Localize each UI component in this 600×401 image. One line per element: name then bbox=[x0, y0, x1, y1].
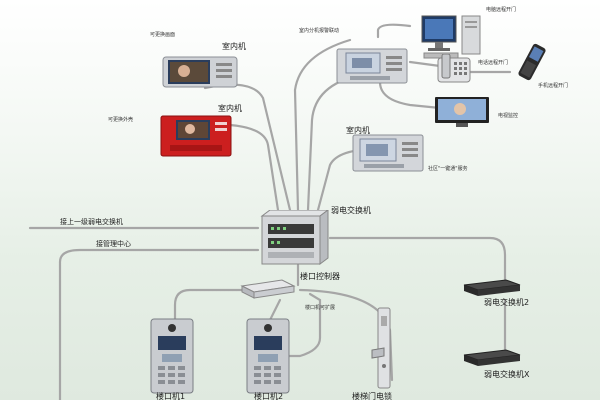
label-computer-door: 电脑远程开门 bbox=[486, 7, 517, 13]
label-indoor-4: 室内机 bbox=[346, 126, 370, 135]
indoor-unit-2 bbox=[160, 112, 232, 158]
label-tv-monitor: 电视监控 bbox=[498, 113, 519, 119]
door-station-1-icon bbox=[150, 318, 194, 394]
mobile-phone-icon bbox=[518, 43, 546, 81]
label-door-station-2: 楼口机2 bbox=[254, 392, 284, 401]
label-mobile-door: 手机远程开门 bbox=[538, 83, 569, 89]
label-visual-color: 可更换外壳 bbox=[108, 117, 134, 123]
switch-x-icon bbox=[463, 349, 521, 366]
label-upper-switch: 接上一级弱电交换机 bbox=[60, 218, 123, 226]
label-switch-main: 弱电交换机 bbox=[331, 206, 371, 215]
tv-monitor bbox=[434, 96, 490, 128]
label-switch-2: 弱电交换机2 bbox=[484, 298, 530, 307]
label-management-center: 接管理中心 bbox=[96, 240, 131, 248]
label-door-lock: 楼梯门电锁 bbox=[352, 392, 392, 401]
main-switch-cabinet bbox=[258, 209, 330, 266]
label-visual-image: 可更换画面 bbox=[150, 32, 176, 38]
label-door-station-1: 楼口机1 bbox=[156, 392, 186, 401]
indoor-unit-4 bbox=[352, 134, 424, 172]
label-indoor-1: 室内机 bbox=[222, 42, 246, 51]
label-phone-door: 电话远程开门 bbox=[478, 60, 509, 66]
tv-monitor-icon bbox=[435, 97, 489, 127]
door-lock-icon bbox=[371, 307, 391, 389]
label-community-call: 社区"一键通"服务 bbox=[428, 166, 468, 172]
indoor-unit-1-icon bbox=[162, 56, 238, 88]
indoor-unit-1 bbox=[162, 56, 238, 88]
telephone bbox=[436, 53, 472, 84]
indoor-unit-4-icon bbox=[352, 134, 424, 172]
label-expansion: 楼口机可扩展 bbox=[305, 305, 336, 311]
switch-2-icon bbox=[463, 279, 521, 296]
telephone-icon bbox=[437, 53, 471, 83]
door-lock bbox=[370, 306, 400, 392]
switch-cabinet-icon bbox=[260, 209, 330, 265]
floor-controller bbox=[240, 278, 296, 300]
door-station-2 bbox=[246, 318, 290, 394]
door-station-1 bbox=[150, 318, 194, 394]
floor-controller-icon bbox=[240, 279, 296, 299]
mobile-phone bbox=[512, 42, 552, 82]
computer-icon bbox=[421, 15, 481, 59]
label-alarm-linkage: 室内分机报警联动 bbox=[299, 28, 340, 34]
label-switch-x: 弱电交换机X bbox=[484, 370, 530, 379]
indoor-unit-2-icon bbox=[160, 115, 232, 157]
indoor-unit-3 bbox=[336, 48, 408, 84]
switch-x bbox=[462, 348, 522, 368]
door-station-2-icon bbox=[246, 318, 290, 394]
switch-2 bbox=[462, 278, 522, 298]
indoor-unit-3-icon bbox=[336, 48, 408, 84]
computer bbox=[418, 12, 486, 60]
label-floor-controller: 楼口控制器 bbox=[300, 272, 340, 281]
label-indoor-2: 室内机 bbox=[218, 104, 242, 113]
